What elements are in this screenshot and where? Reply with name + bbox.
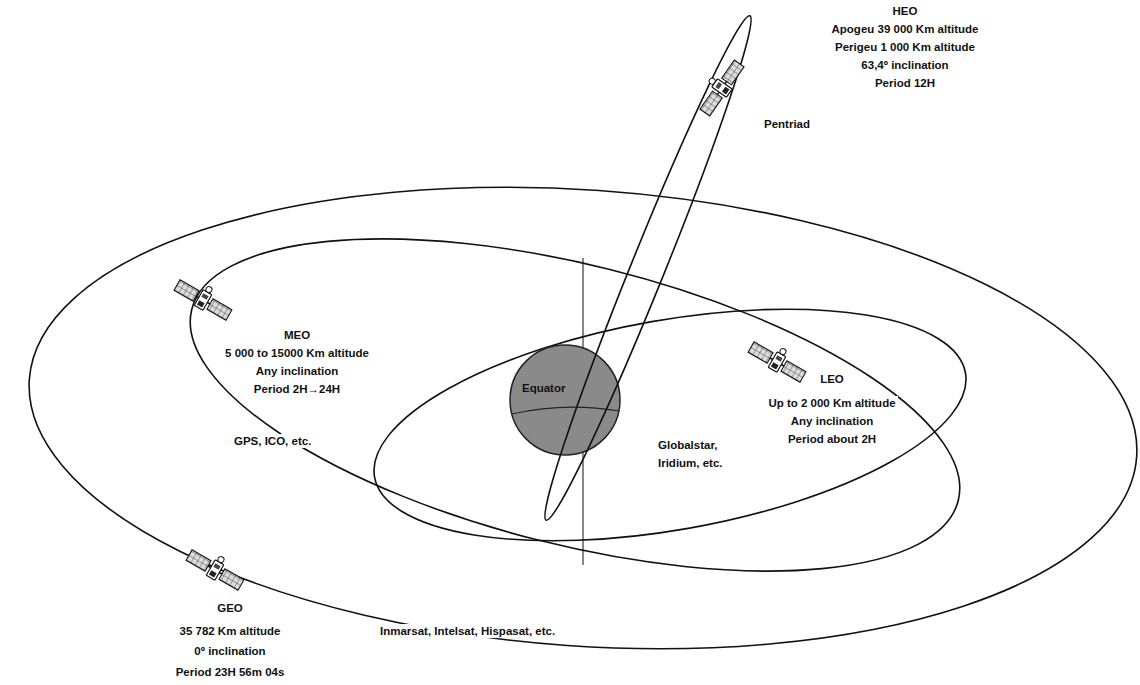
- orbit-label: Iridium, etc.: [656, 456, 725, 470]
- orbit-label: Period 23H 56m 04s: [174, 665, 287, 679]
- leo-satellite: [747, 334, 811, 385]
- earth: [510, 345, 620, 455]
- orbit-label: 5 000 to 15000 Km altitude: [223, 346, 371, 360]
- meo-satellite: [173, 272, 237, 323]
- geo-orbit: [13, 152, 1140, 684]
- orbit-label: Pentriad: [762, 117, 812, 131]
- orbit-label: Any inclination: [789, 414, 875, 428]
- equator-line: [512, 407, 619, 414]
- orbit-label: Period 12H: [873, 76, 937, 90]
- orbit-label: Period 2H→24H: [252, 382, 342, 396]
- orbit-label: GPS, ICO, etc.: [232, 434, 313, 448]
- orbit-label: Up to 2 000 Km altitude: [766, 396, 897, 410]
- meo-orbit: [158, 174, 992, 637]
- orbit-label: 0º inclination: [192, 644, 267, 658]
- geo-satellite: [185, 542, 249, 593]
- orbit-label: GEO: [215, 601, 245, 615]
- orbit-label: Globalstar,: [656, 438, 719, 452]
- leo-orbit: [356, 270, 983, 581]
- orbit-label: LEO: [818, 372, 846, 386]
- orbit-label: Any inclination: [254, 364, 340, 378]
- orbit-label: Equator: [520, 381, 567, 395]
- orbit-label: HEO: [891, 4, 920, 18]
- heo-orbit: [530, 9, 765, 526]
- orbit-label: Perigeu 1 000 Km altitude: [833, 40, 977, 54]
- orbit-label: MEO: [282, 328, 312, 342]
- orbit-label: Inmarsat, Intelsat, Hispasat, etc.: [378, 624, 557, 638]
- orbit-label: 35 782 Km altitude: [178, 624, 283, 638]
- orbit-label: Apogeu 39 000 Km altitude: [830, 22, 981, 36]
- orbit-label: Period about 2H: [786, 432, 878, 446]
- heo-satellite: [693, 55, 747, 118]
- orbit-label: 63,4º inclination: [859, 58, 950, 72]
